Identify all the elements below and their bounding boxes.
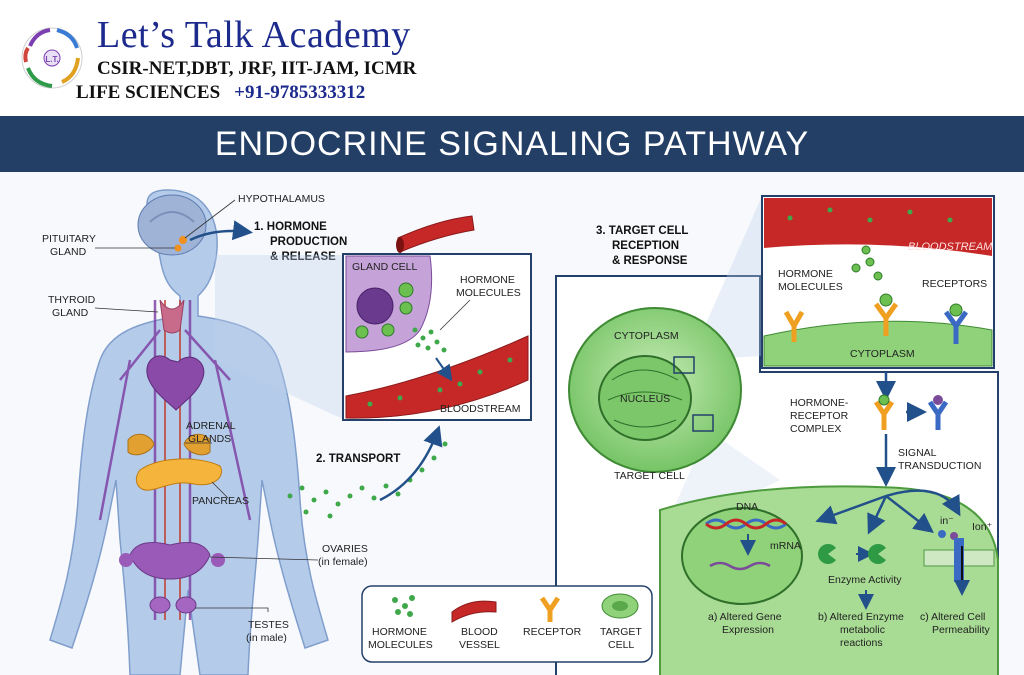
legend	[361, 585, 653, 663]
target-nucleus	[598, 355, 692, 441]
label-enzyme-activity: Enzyme Activity	[828, 574, 902, 586]
released-hormones	[412, 327, 447, 353]
label-dna: DNA	[736, 501, 758, 513]
response-nucleus	[681, 507, 803, 605]
label-panel-bloodstream: BLOODSTREAM	[440, 403, 521, 415]
step2-label: 2. TRANSPORT	[316, 453, 400, 465]
label-pituitary-2: GLAND	[50, 246, 87, 258]
label-receptor-hormone-2: MOLECULES	[778, 281, 843, 293]
label-hypothalamus: HYPOTHALAMUS	[238, 193, 325, 205]
receptor-icons	[783, 293, 969, 344]
step1-line3: & RELEASE	[270, 251, 336, 263]
label-thyroid-2: GLAND	[52, 307, 89, 319]
outcome-c-2: Permeability	[932, 624, 991, 636]
heart	[146, 355, 205, 411]
activated-receptor-icon	[927, 400, 949, 430]
label-adrenal-2: GLANDS	[188, 433, 231, 445]
legend-receptor: RECEPTOR	[523, 626, 582, 638]
label-pancreas: PANCREAS	[192, 495, 249, 507]
svg-text:L.T.: L.T.	[45, 55, 58, 64]
legend-target-2: CELL	[608, 639, 634, 651]
ovaries	[129, 542, 211, 580]
subject-line: LIFE SCIENCES +91-9785333312	[76, 82, 365, 104]
legend-vessel-2: VESSEL	[459, 639, 500, 651]
legend-hormone-icon	[392, 595, 415, 617]
label-target-cell: TARGET CELL	[614, 470, 685, 482]
header: L.T. Let’s Talk Academy CSIR-NET,DBT, JR…	[0, 0, 1024, 112]
label-nucleus: NUCLEUS	[620, 393, 670, 405]
legend-receptor-icon	[539, 596, 561, 622]
legend-vessel-1: BLOOD	[461, 626, 498, 638]
label-ion-in: in⁻	[940, 515, 954, 527]
legend-hormone-1: HORMONE	[372, 626, 427, 638]
phone-number: +91-9785333312	[234, 82, 366, 103]
endocrine-diagram: HYPOTHALAMUS PITUITARY GLAND THYROID GLA…	[42, 189, 999, 675]
receptor-cytoplasm	[763, 320, 993, 367]
step1-line2: PRODUCTION	[270, 236, 347, 248]
gland-nucleus	[356, 287, 394, 325]
label-testes-2: (in male)	[246, 632, 287, 644]
label-ovaries-2: (in female)	[318, 556, 368, 568]
outcome-a-2: Expression	[722, 624, 774, 636]
ion-channel	[923, 530, 995, 596]
transduction-1: SIGNAL	[898, 447, 937, 459]
adrenal-glands	[127, 433, 211, 456]
label-mrna: mRNA	[770, 540, 801, 552]
mrna-strand	[709, 561, 771, 571]
receptor-bloodstream	[764, 198, 992, 256]
pituitary-marker	[174, 244, 182, 252]
label-hormone-molecules-1: HORMONE	[460, 274, 515, 286]
step3-line1: 3. TARGET CELL	[596, 225, 688, 237]
thyroid-gland	[159, 299, 185, 334]
outcome-b-1: b) Altered Enzyme	[818, 611, 904, 623]
label-hormone-molecules-2: MOLECULES	[456, 287, 521, 299]
label-pituitary-1: PITUITARY	[42, 233, 96, 245]
diagram-area: HYPOTHALAMUS PITUITARY GLAND THYROID GLA…	[0, 172, 1024, 675]
brand-name: Let’s Talk Academy	[97, 14, 411, 56]
complex-3: COMPLEX	[790, 423, 841, 435]
label-receptor-bloodstream: BLOODSTREAM	[908, 241, 993, 253]
label-receptor-cytoplasm: CYTOPLASM	[850, 348, 915, 360]
outcome-a-1: a) Altered Gene	[708, 611, 782, 623]
page-title: ENDOCRINE SIGNALING PATHWAY	[0, 116, 1024, 172]
legend-vessel-icon	[451, 600, 497, 623]
blood-vessel-icon	[397, 215, 475, 253]
zoom-box-membrane	[673, 356, 695, 374]
step3-line2: RECEPTION	[612, 240, 679, 252]
outcome-b-3: reactions	[840, 637, 883, 649]
label-ion-out: Ion⁺	[972, 521, 993, 533]
testes	[149, 596, 171, 614]
transport-hormones	[287, 441, 448, 519]
label-ovaries-1: OVARIES	[322, 543, 368, 555]
transduction-2: TRANSDUCTION	[898, 460, 981, 472]
label-receptors: RECEPTORS	[922, 278, 987, 290]
label-thyroid-1: THYROID	[48, 294, 96, 306]
pancreas	[135, 458, 222, 491]
exam-list: CSIR-NET,DBT, JRF, IIT-JAM, ICMR	[97, 58, 417, 79]
label-gland-cell: GLAND CELL	[352, 261, 418, 273]
outcome-b-2: metabolic	[840, 624, 885, 636]
subject: LIFE SCIENCES	[76, 82, 221, 103]
complex-receptor-icon	[873, 400, 895, 430]
enzyme-icon	[817, 544, 836, 564]
label-cytoplasm: CYTOPLASM	[614, 330, 679, 342]
legend-target-1: TARGET	[600, 626, 642, 638]
complex-1: HORMONE-	[790, 397, 849, 409]
label-adrenal-1: ADRENAL	[186, 420, 236, 432]
step3-line3: & RESPONSE	[612, 255, 688, 267]
human-body	[49, 189, 329, 675]
label-receptor-hormone-1: HORMONE	[778, 268, 833, 280]
legend-hormone-2: MOLECULES	[368, 639, 433, 651]
label-testes-1: TESTES	[248, 619, 289, 631]
complex-2: RECEPTOR	[790, 410, 849, 422]
zoom-box-cytoplasm	[692, 414, 714, 432]
academy-logo: L.T.	[21, 27, 83, 89]
step1-line1: 1. HORMONE	[254, 221, 327, 233]
outcome-c-1: c) Altered Cell	[920, 611, 985, 623]
